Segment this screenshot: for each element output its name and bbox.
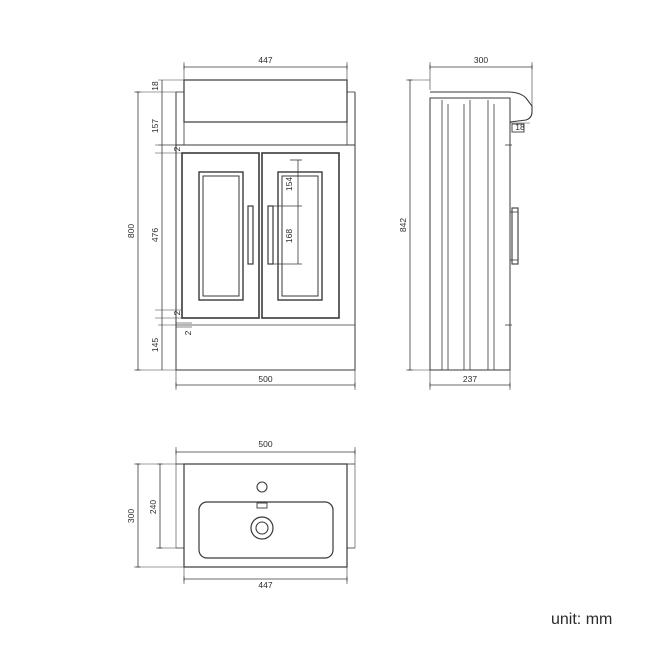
front-cabinet-body: [175, 144, 356, 371]
tap-hole-icon: [256, 481, 268, 493]
left-door-handle: [247, 205, 254, 265]
dim-gap-plinth: 2: [183, 330, 193, 335]
dim-upper-section: 157: [150, 119, 160, 133]
overflow-slot: [256, 502, 268, 509]
dim-handle-length: 168: [284, 229, 294, 243]
top-view: 500 447 300 240: [126, 439, 356, 590]
side-handle: [511, 207, 519, 265]
dim-door-height: 476: [150, 228, 160, 242]
dim-front-overall-height: 800: [126, 224, 136, 238]
dim-side-top-depth: 300: [474, 55, 488, 65]
dim-gap-top: 2: [172, 146, 182, 151]
drain-outer-icon: [250, 516, 274, 540]
dim-side-overhang: 18: [515, 122, 525, 132]
top-basin-outline: [183, 463, 348, 568]
dim-handle-offset: 154: [284, 177, 294, 191]
front-basin-outline: [183, 79, 348, 123]
right-door-handle: [267, 205, 274, 265]
right-door-panel: [277, 171, 323, 301]
front-left-door: [181, 152, 260, 319]
dim-top-inner-depth: 240: [148, 500, 158, 514]
dim-top-depth: 300: [126, 509, 136, 523]
unit-label: unit: mm: [551, 611, 612, 628]
side-basin-profile: [430, 91, 533, 123]
dim-front-top-width: 447: [258, 55, 272, 65]
dim-top-width: 500: [258, 439, 272, 449]
left-door-panel: [198, 171, 244, 301]
dim-plinth-height: 145: [150, 338, 160, 352]
side-basin-tap-block: [511, 123, 525, 133]
drain-inner-icon: [255, 521, 269, 535]
dim-gap-bottom: 2: [172, 310, 182, 315]
dim-front-bottom-width: 500: [258, 374, 272, 384]
dim-side-overall-height: 842: [398, 218, 408, 232]
dim-side-cabinet-depth: 237: [463, 374, 477, 384]
dim-basin-height: 18: [150, 81, 160, 91]
side-view: 300 18 842 237: [398, 55, 533, 390]
front-view: 154 168 447 500 800 18 157 476 145 2 2: [126, 55, 356, 390]
top-basin-bowl: [198, 501, 334, 559]
dim-top-inner-width: 447: [258, 580, 272, 590]
front-right-door: [261, 152, 340, 319]
